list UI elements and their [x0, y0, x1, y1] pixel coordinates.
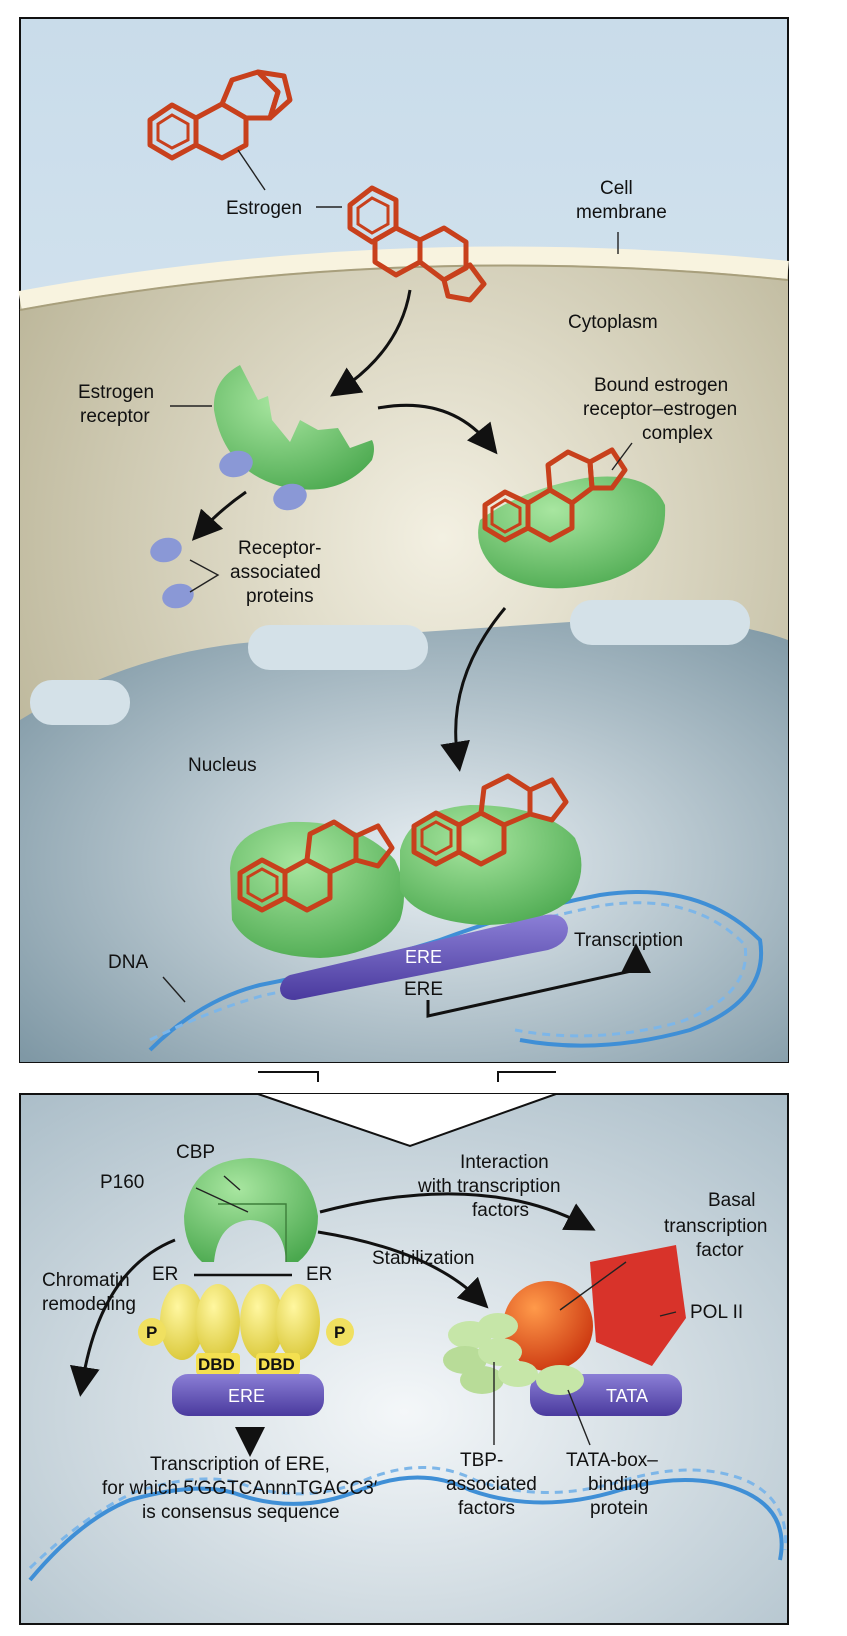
- label-transcription: Transcription: [574, 930, 683, 951]
- label-tbp-2: associated: [446, 1474, 537, 1495]
- bottom-panel: CBP P160 Interaction with transcription …: [19, 1093, 789, 1625]
- basal-transcription-factor: [503, 1281, 593, 1371]
- label-er-right: ER: [306, 1264, 332, 1285]
- label-nucleus: Nucleus: [188, 755, 257, 776]
- label-cell-membrane-1: Cell: [600, 178, 633, 199]
- label-interaction-3: factors: [472, 1200, 529, 1221]
- label-basal-3: factor: [696, 1240, 744, 1261]
- label-interaction-2: with transcription: [417, 1176, 561, 1197]
- estrogen-receptor: [213, 365, 374, 490]
- cell-membrane: [18, 246, 789, 309]
- dna-helix-bottom: [28, 1466, 787, 1582]
- cbp-coactivator: [184, 1158, 318, 1262]
- bound-receptor-complex: [478, 447, 666, 589]
- label-p-left: P: [146, 1323, 157, 1342]
- label-trans-ere-2: for which 5′GGTCAnnnTGACC3′: [102, 1478, 378, 1499]
- label-trans-ere-3: is consensus sequence: [142, 1502, 340, 1523]
- label-estrogen-receptor-2: receptor: [80, 406, 150, 427]
- ere-element-bottom: [172, 1374, 324, 1416]
- label-chromatin-1: Chromatin: [42, 1270, 130, 1291]
- label-basal-1: Basal: [708, 1190, 756, 1211]
- label-tatabox-3: protein: [590, 1498, 648, 1519]
- label-cytoplasm: Cytoplasm: [568, 312, 658, 333]
- label-tbp-1: TBP-: [460, 1450, 503, 1471]
- tbp-associated-factors: [443, 1313, 584, 1395]
- label-tatabox-1: TATA-box–: [566, 1450, 658, 1471]
- dna-helix-top: [148, 890, 764, 1052]
- label-basal-2: transcription: [664, 1216, 768, 1237]
- label-pol-ii: POL II: [690, 1302, 743, 1323]
- label-ere-bottom: ERE: [228, 1386, 265, 1406]
- label-dbd-right: DBD: [258, 1355, 295, 1374]
- pol-ii: [590, 1245, 686, 1366]
- label-ere-small: ERE: [404, 979, 443, 1000]
- label-bound-2: receptor–estrogen: [583, 399, 737, 420]
- label-interaction-1: Interaction: [460, 1152, 549, 1173]
- receptor-dimer: [230, 773, 582, 958]
- label-cbp: CBP: [176, 1142, 215, 1163]
- zoom-connector: [258, 1071, 556, 1082]
- ere-bar: [280, 914, 568, 1000]
- receptor-associated-proteins: [150, 450, 307, 609]
- label-p160: P160: [100, 1172, 144, 1193]
- label-bound-3: complex: [642, 423, 713, 444]
- label-tata: TATA: [606, 1386, 648, 1406]
- label-trans-ere-1: Transcription of ERE,: [150, 1454, 330, 1475]
- label-er-left: ER: [152, 1264, 178, 1285]
- label-dna: DNA: [108, 952, 148, 973]
- label-rap-3: proteins: [246, 586, 314, 607]
- label-tatabox-2: binding: [588, 1474, 649, 1495]
- label-estrogen: Estrogen: [226, 198, 302, 219]
- label-bound-1: Bound estrogen: [594, 375, 728, 396]
- estrogen-receptor-dimer: [138, 1284, 354, 1375]
- label-stabilization: Stabilization: [372, 1248, 474, 1269]
- label-rap-1: Receptor-: [238, 538, 321, 559]
- estrogen-molecule-1: [147, 69, 293, 161]
- label-p-right: P: [334, 1323, 345, 1342]
- estrogen-molecule-2: [347, 185, 487, 303]
- top-panel: Estrogen Cell membrane Cytoplasm Estroge…: [18, 17, 789, 1063]
- label-ere-bar: ERE: [405, 947, 442, 967]
- label-estrogen-receptor-1: Estrogen: [78, 382, 154, 403]
- label-rap-2: associated: [230, 562, 321, 583]
- label-dbd-left: DBD: [198, 1355, 235, 1374]
- label-tbp-3: factors: [458, 1498, 515, 1519]
- label-cell-membrane-2: membrane: [576, 202, 667, 223]
- label-chromatin-2: remodeling: [42, 1294, 136, 1315]
